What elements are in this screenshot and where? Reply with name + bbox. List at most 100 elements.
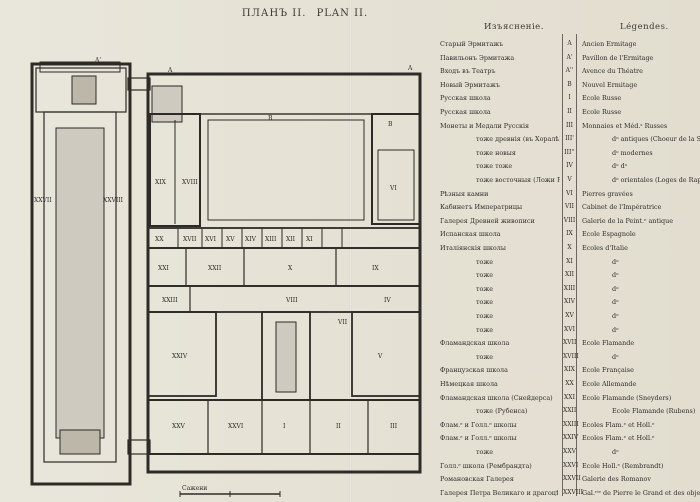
legend-russian-text: Фламандская школа [440,339,510,348]
legend-french-text: Galerie de la Peint.ᵉ antique [582,216,674,225]
legend-french-text: dᵒ modernes [612,148,653,157]
legend-russian-text: тоже древнія (въ Хоралѣ) [476,135,560,144]
legend-french-text: Ecoles d'Italie [582,244,628,252]
label-XIII: XIII [265,236,277,243]
legend-french-text: Ecoles Flam.ᵉ et Holl.ᵉ [582,420,655,429]
legend-french-text: Cabinet de l'Impératrice [582,203,662,212]
plan-room-labels: A' A A B B XXVII XXVIII XIX XVIII XX XVI… [34,57,413,492]
legend-russian-text: тоже новыя [476,148,516,157]
legend-room-number: B [567,80,572,88]
legend-russian-text: Старый Эрмитажъ [440,40,504,48]
label-XVII: XVII [183,236,197,243]
legend-room-number: A'' [565,67,574,75]
legend-row: Старый Эрмитажъ A Ancien Ermitage [436,36,700,52]
label-I: I [283,423,286,430]
label-XXIII: XXIII [162,297,178,304]
legend-russian-text: тоже [476,325,494,334]
legend-french-text: dᵒ orientales (Loges de Raphael) [612,176,700,184]
legend-divider [562,34,563,496]
legend-room-number: I [568,94,571,102]
legend-room-number: XXVI [563,461,579,469]
legend-russian-text: Павильонъ Эрмитажа [440,53,515,62]
legend-russian-text: тоже [476,284,494,293]
legend-russian-text: Монеты и Медали Русскія [440,121,530,130]
legend-french-text: Ecole Espagnole [582,230,636,239]
legend-room-number: XIX [564,366,575,374]
legend-room-number: XII [564,271,574,279]
label-XXVIII: XXVIII [103,197,124,204]
legend-room-number: IV [566,162,573,170]
legend-french-text: Monnaies et Méd.ˢ Russes [582,121,668,130]
legend-russian-text: Испанская школа [440,230,501,239]
legend-room-number: II [567,108,572,115]
legend-room-number: XXVII [563,475,581,483]
legend-room-number: XX [565,380,574,387]
legend-room-number: III' [565,135,574,143]
label-II: II [336,423,341,430]
legend-french-text: Ecole Russe [582,94,622,103]
legend-russian-text: тоже восточныя (Ложи Рафаэля) [476,176,560,184]
label-V: V [377,353,383,360]
legend-row: тоже древнія (въ Хоралѣ)III'dᵒ antiques … [436,131,700,147]
label-A-top: A [167,67,173,74]
label-XI: XI [306,236,313,243]
legend-room-number: XVI [564,325,575,333]
legend-french-text: Nouvel Ermitage [582,80,638,89]
label-VI: VI [389,185,397,192]
legend-room-number: A [567,40,572,47]
legend-row: Новый Эрмитажъ B Nouvel Ermitage [436,77,700,93]
label-VIII: VIII [285,297,298,304]
legend-russian-text: Италіянскія школы [440,244,506,252]
label-XIV: XIV [245,236,257,243]
legend-russian-text: Французская школа [440,366,508,375]
legend-russian-text: тоже [476,257,494,266]
label-XX: XX [155,236,164,243]
label-A-right: A [407,65,413,72]
legend-russian-text: Русская школа [440,94,491,103]
legend-french-text: Ancien Ermitage [582,40,637,48]
legend-russian-text: Фламандская школа (Снейдерса) [440,393,553,402]
legend-header-french: Légendes. [620,22,669,32]
legend-room-number: V [567,176,572,183]
legend-russian-text: Галерея Петра Великаго и драгоцѣнныхъ ве… [440,488,558,497]
legend-russian-text: тоже тоже [476,162,513,171]
legend-russian-text: Русская школа [440,108,491,116]
legend-french-text: Pavillon de l'Ermitage [582,53,654,62]
legend-russian-text: Новый Эрмитажъ [440,80,500,89]
legend-room-number: XXIV [563,434,579,442]
paper-fold [349,0,352,502]
label-XXVI: XXVI [228,423,244,430]
legend-french-text: Gal.ʳⁱᵉ de Pierre le Grand et des objets… [582,488,700,497]
label-B-mid: B [268,115,273,122]
label-A1-left: A' [94,57,101,64]
legend-french-text: Ecole Flamande [582,339,635,348]
legend-french-text: dᵒ [612,271,619,280]
legend-french-text: dᵒ [612,312,619,320]
legend-row: Галерея Петра Великаго и драгоцѣнныхъ ве… [436,485,700,501]
label-VII: VII [337,319,348,326]
legend-french-text: dᵒ [612,325,619,334]
label-XVI: XVI [205,236,217,243]
legend-french-text: Pierres gravées [582,189,633,198]
label-X: X [288,265,293,272]
legend-room-number: A' [566,53,573,61]
legend-room-number: VIII [563,216,576,224]
legend-russian-text: тоже [476,352,494,361]
label-IX: IX [372,265,379,272]
